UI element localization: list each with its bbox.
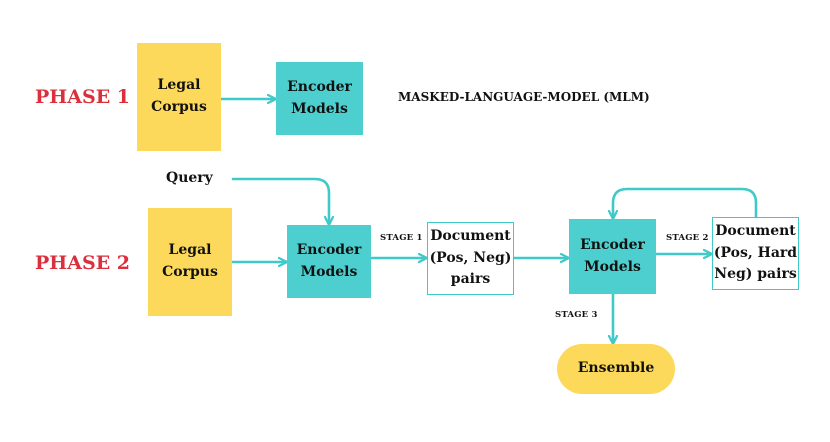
phase-2-label: PHASE 2 [35,252,131,274]
stage-2-label: STAGE 2 [666,233,709,243]
arrow-doc2-feedback-loop [613,187,758,218]
encoder-models-box-stage1: Encoder Models [287,225,371,298]
stage-1-label: STAGE 1 [380,233,423,243]
ensemble-box: Ensemble [557,344,675,394]
mlm-label: MASKED-LANGUAGE-MODEL (MLM) [398,90,650,104]
legal-corpus-box-phase2: Legal Corpus [148,208,232,316]
arrow-query-to-encoder [231,177,329,224]
phase-1-label: PHASE 1 [35,86,131,108]
encoder-models-box-stage2: Encoder Models [569,219,656,294]
legal-corpus-box-phase1: Legal Corpus [137,43,221,151]
document-pos-neg-pairs-box: Document (Pos, Neg) pairs [427,222,514,295]
encoder-models-box-phase1: Encoder Models [276,62,363,135]
query-label: Query [166,170,213,186]
document-pos-hard-neg-pairs-box: Document (Pos, Hard Neg) pairs [712,217,799,290]
stage-3-label: STAGE 3 [555,310,598,320]
